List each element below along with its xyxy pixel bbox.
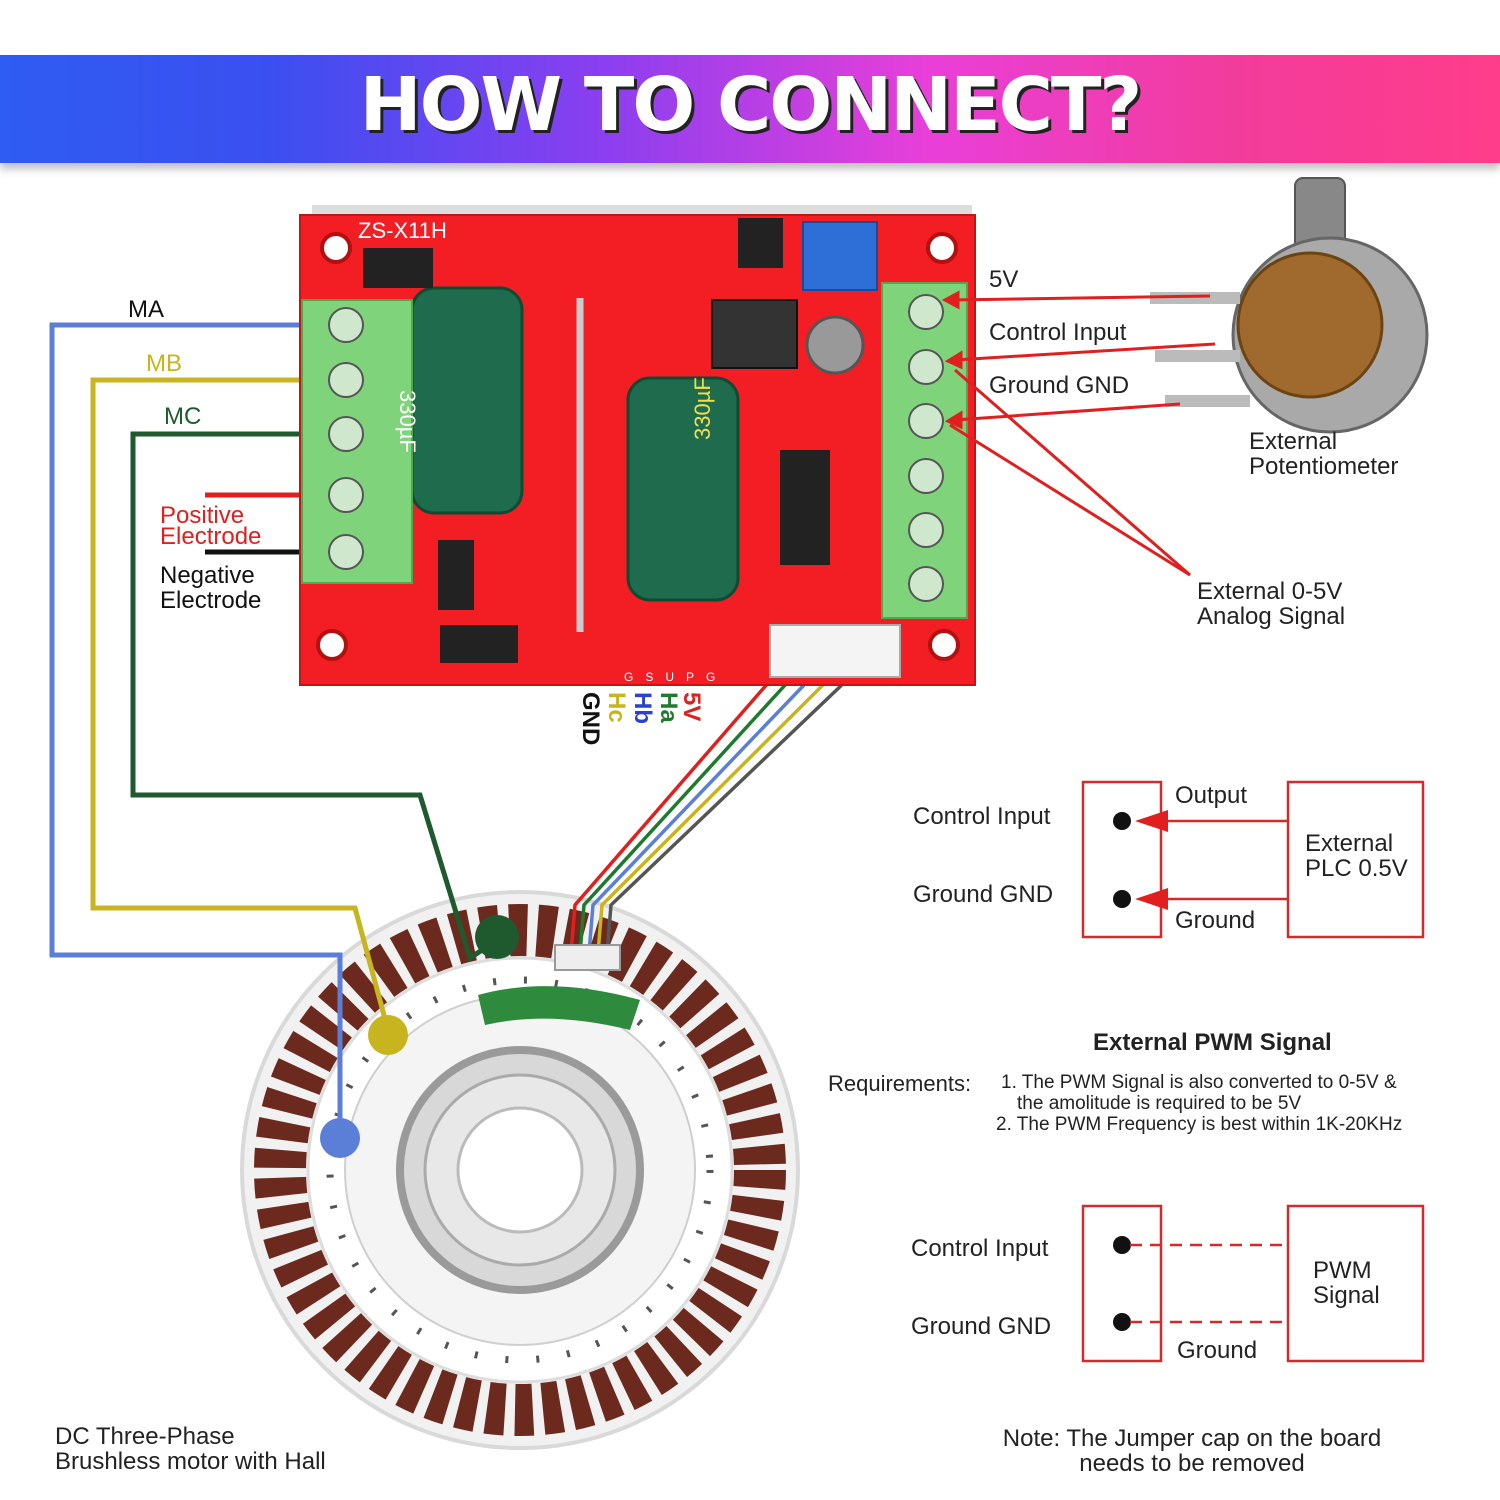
label-mb: MB <box>146 350 182 377</box>
title-banner <box>0 55 1500 163</box>
pwm-ground-gnd: Ground GND <box>911 1313 1052 1340</box>
pwm-ground: Ground <box>1177 1337 1258 1364</box>
potentiometer <box>1150 177 1429 434</box>
header-pins: GSUPG <box>624 670 728 684</box>
board-model: ZS-X11H <box>358 218 447 243</box>
pwm-device: PWM Signal <box>1313 1257 1380 1309</box>
pwm-requirements-label: Requirements: <box>828 1071 972 1096</box>
label-5v: 5V <box>989 266 1019 293</box>
hall-label-hc: Hc <box>603 692 630 723</box>
hall-label-ha: Ha <box>655 692 682 723</box>
label-mc: MC <box>164 403 202 430</box>
label-ma: MA <box>128 296 164 323</box>
plc-output: Output <box>1175 782 1248 809</box>
pwm-req1-line1: 1. The PWM Signal is also converted to 0… <box>1001 1072 1397 1093</box>
plc-diagram <box>1081 780 1425 939</box>
brushless-motor <box>240 890 800 1450</box>
label-ground-gnd: Ground GND <box>989 372 1130 399</box>
label-analog-signal: External 0-5V Analog Signal <box>1197 578 1346 630</box>
pwm-control-input: Control Input <box>911 1235 1049 1262</box>
jumper-note: Note: The Jumper cap on the board needs … <box>1002 1425 1382 1477</box>
motor-label: DC Three-Phase Brushless motor with Hall <box>55 1423 326 1475</box>
page-title: HOW TO CONNECT? <box>359 62 1143 148</box>
label-control-input: Control Input <box>989 319 1127 346</box>
label-negative-electrode: Negative Electrode <box>160 562 262 614</box>
plc-control-input: Control Input <box>913 803 1051 830</box>
label-external-potentiometer: External Potentiometer <box>1249 428 1399 480</box>
hall-label-gnd: GND <box>577 692 604 746</box>
hall-label-hb: Hb <box>629 692 656 724</box>
controller-board <box>299 205 976 686</box>
pwm-req2: 2. The PWM Frequency is best within 1K-2… <box>996 1114 1403 1135</box>
plc-ground: Ground <box>1175 907 1256 934</box>
capacitor-label-2: 330µF <box>690 377 715 440</box>
pwm-heading: External PWM Signal <box>1093 1029 1332 1056</box>
plc-ground-gnd: Ground GND <box>913 881 1054 908</box>
capacitor-label-1: 330µF <box>395 390 420 453</box>
pwm-req1-line2: the amolitude is required to be 5V <box>1017 1093 1302 1114</box>
pwm-diagram <box>1081 1204 1425 1363</box>
label-positive-electrode: Positive Electrode <box>160 502 262 550</box>
plc-device: External PLC 0.5V <box>1305 830 1408 882</box>
